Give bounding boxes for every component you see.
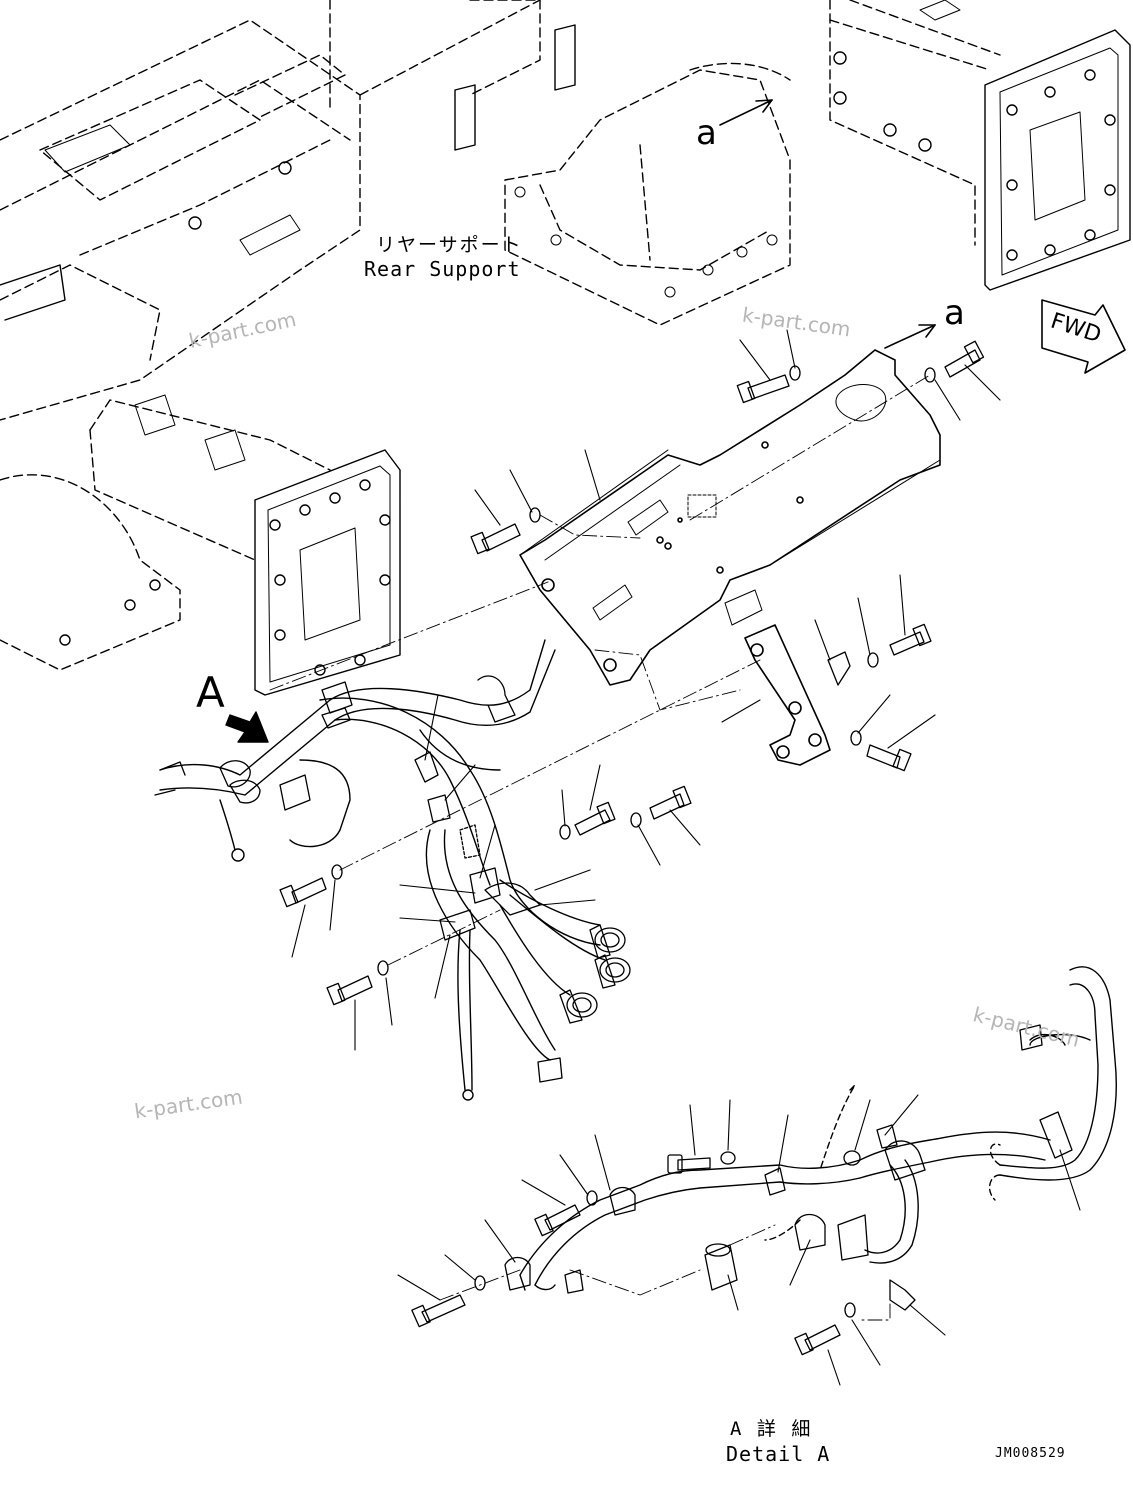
- detail-a-centerlines: [439, 1224, 891, 1321]
- detail-a-bolts: [411, 1150, 861, 1356]
- detail-a-label-jp: A 詳 細: [730, 1418, 813, 1440]
- direction-arrow-a-mid: [884, 324, 936, 349]
- rear-support-label-jp: リヤーサポート: [376, 234, 523, 256]
- arrow-a-label-mid: a: [944, 293, 965, 333]
- rear-support-outline: [504, 62, 791, 326]
- view-a-arrow: [225, 711, 269, 743]
- direction-arrow-a-top: [719, 99, 773, 126]
- leader-lines-main: [291, 329, 1001, 1051]
- right-housing: [829, 0, 1131, 291]
- harness-bracket-plate: [519, 349, 941, 686]
- rear-support-bolt-holes: [514, 186, 778, 298]
- assembly-centerlines: [269, 374, 931, 966]
- left-housing: [0, 394, 401, 696]
- view-a-label: A: [196, 668, 225, 717]
- bolts-main: [279, 340, 985, 1006]
- sub-bracket: [744, 624, 831, 766]
- arrow-a-label-top: a: [696, 113, 717, 153]
- drawing-code: JM008529: [995, 1446, 1066, 1461]
- rear-support-label-en: Rear Support: [364, 257, 521, 281]
- detail-a-clamps-connectors: [504, 1024, 1073, 1311]
- rear-frame-outline: [0, 0, 541, 421]
- clamps-main: [321, 675, 541, 941]
- wire-harness-main: [159, 639, 606, 1101]
- leader-lines-detail: [397, 1094, 1081, 1386]
- fwd-arrow: [1041, 299, 1126, 374]
- detail-a-label-en: Detail A: [726, 1442, 831, 1466]
- frame-details: [0, 24, 576, 321]
- connectors-main: [154, 760, 631, 1083]
- detail-a-harness: [519, 966, 1117, 1291]
